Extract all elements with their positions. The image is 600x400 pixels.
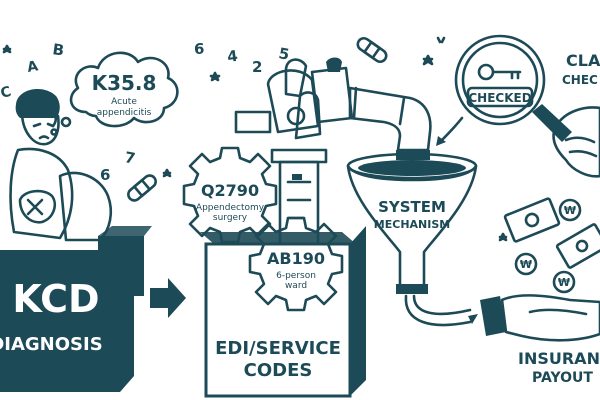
patient-figure — [9, 89, 113, 242]
number-4: 4 — [226, 47, 239, 66]
magnifier-icon: CHECKED — [454, 34, 572, 142]
diagnosis-cloud: K35.8 Acute appendicitis — [69, 51, 179, 128]
arrow-head — [436, 136, 446, 146]
service-code-1-desc-line1: Appendectomy — [196, 203, 265, 213]
letter-a: A — [26, 58, 40, 76]
payout-label: PAYOUT — [532, 370, 593, 386]
service-code-2: AB190 — [267, 249, 325, 268]
coin-icon: ₩ — [558, 198, 582, 222]
funnel-icon: SYSTEM MECHANISM — [346, 152, 478, 294]
letter-b: B — [51, 40, 65, 59]
diagnosis-desc-line1: Acute — [111, 97, 137, 107]
insurance-label: INSURAN — [518, 349, 600, 368]
claim-label-line1: CLA — [566, 51, 600, 70]
coin-symbol: ₩ — [564, 204, 576, 217]
star-icon — [2, 36, 508, 242]
service-code-2-desc-line2: ward — [285, 281, 307, 291]
number-7: 7 — [123, 148, 136, 168]
bandage-icon — [127, 174, 157, 202]
diagnosis-desc-line2: appendicitis — [97, 108, 152, 118]
banknote-icon — [503, 197, 561, 243]
coin-icon: ₩ — [552, 270, 576, 294]
hand-icon — [480, 294, 600, 342]
diagnosis-label: DIAGNOSIS — [0, 334, 103, 355]
coin-symbol: ₩ — [520, 258, 532, 271]
number-6-top: 6 — [194, 40, 204, 58]
banknote-icon — [555, 223, 600, 269]
bandage-icon — [356, 36, 388, 64]
arrow-head — [468, 314, 478, 324]
pipe — [348, 86, 432, 160]
kcd-label: KCD — [12, 277, 99, 321]
check-arrow-icon — [438, 116, 464, 144]
key-icon — [477, 63, 522, 81]
codes-label: CODES — [244, 360, 313, 381]
gear-icon: Q2790 Appendectomy surgery — [182, 146, 278, 244]
checked-stamp: CHECKED — [468, 91, 531, 105]
claim-label-line2: CHEC — [562, 73, 598, 87]
output-flow-arrow-icon — [404, 294, 472, 327]
service-code-1-desc-line2: surgery — [213, 213, 248, 223]
gear-icon: AB190 6-person ward — [248, 216, 344, 312]
hand-icon — [552, 106, 600, 178]
mechanism-label: MECHANISM — [374, 218, 450, 231]
service-code-1: Q2790 — [201, 181, 259, 200]
robot-arm-icon — [234, 57, 354, 252]
number-6-mid: 6 — [100, 166, 110, 184]
diagnosis-code: K35.8 — [92, 71, 157, 95]
kcd-diagnosis-box: KCD DIAGNOSIS — [0, 238, 134, 392]
output-flow-line — [412, 294, 472, 316]
coin-symbol: ₩ — [558, 276, 570, 289]
system-label: SYSTEM — [378, 198, 446, 216]
number-5: 5 — [277, 44, 290, 64]
number-2: 2 — [252, 58, 262, 76]
flow-arrow-icon — [150, 278, 186, 318]
letter-c: C — [0, 84, 13, 102]
coin-icon: ₩ — [514, 252, 538, 276]
edi-service-label: EDI/SERVICE — [215, 338, 341, 359]
service-code-2-desc-line1: 6-person — [276, 271, 316, 281]
thought-bubble-dot — [60, 116, 72, 128]
